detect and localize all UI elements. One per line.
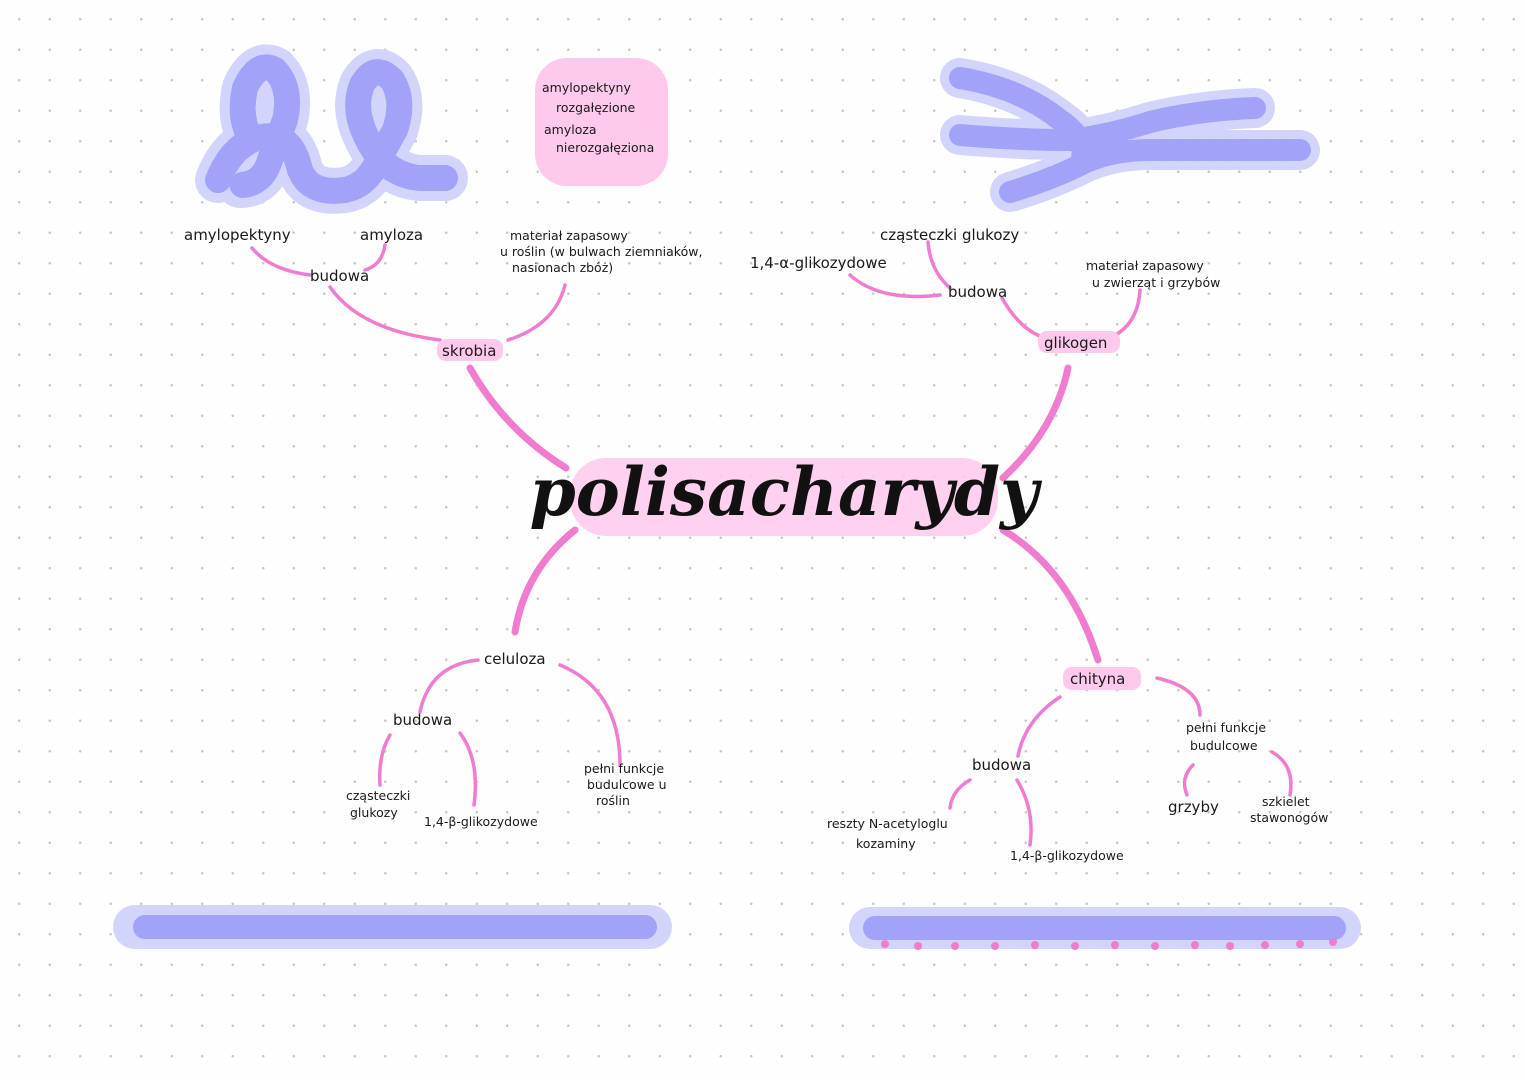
chityna-reszty-line2: kozaminy: [856, 836, 916, 851]
skrobia-budowa-label: budowa: [310, 267, 369, 285]
helix-molecule-drawing: [195, 44, 468, 214]
chityna-szkielet-line2: stawonogów: [1250, 810, 1328, 825]
glikogen-label: glikogen: [1044, 334, 1107, 352]
celuloza-czasteczki-line2: glukozy: [350, 805, 398, 820]
amyloza-label: amyloza: [360, 226, 423, 244]
chityna-budowa-label: budowa: [972, 756, 1031, 774]
chityna-funkcja-line2: budulcowe: [1190, 738, 1258, 753]
celuloza-node: celuloza: [484, 650, 546, 668]
amylopektyny-label: amylopektyny: [184, 226, 291, 244]
legend-line-amylopektyny: amylopektyny: [542, 80, 631, 95]
central-topic: polisacharydy: [530, 453, 1043, 536]
skrobia-material-line1: materiał zapasowy: [510, 228, 628, 243]
glikogen-node: glikogen: [1038, 331, 1120, 353]
skrobia-material-line3: nasionach zbóż): [512, 260, 613, 275]
legend-line-rozgalezione: rozgałęzione: [556, 100, 636, 115]
celuloza-funkcja-line2: budulcowe u: [587, 777, 667, 792]
sub-branches: [250, 240, 1293, 847]
legend-line-nierozgalezione: nierozgałęziona: [556, 140, 654, 155]
page-title: polisacharydy: [530, 453, 1043, 531]
celuloza-wiazania-label: 1,4-β-glikozydowe: [424, 814, 538, 829]
glikogen-material-line2: u zwierząt i grzybów: [1092, 275, 1220, 290]
glikogen-budowa-label: budowa: [948, 283, 1007, 301]
chityna-node: chityna: [1063, 667, 1141, 690]
chityna-grzyby-label: grzyby: [1168, 798, 1219, 816]
celuloza-funkcja-line1: pełni funkcje: [584, 761, 664, 776]
skrobia-label: skrobia: [442, 342, 496, 360]
chitin-strand-drawing: [849, 907, 1361, 950]
celuloza-budowa-label: budowa: [393, 711, 452, 729]
main-branches: [466, 364, 1102, 664]
glikogen-wiazania-label: 1,4-α-glikozydowe: [750, 254, 887, 272]
chityna-wiazania-label: 1,4-β-glikozydowe: [1010, 848, 1124, 863]
celuloza-czasteczki-line1: cząsteczki: [346, 788, 410, 803]
branched-molecule-drawing: [940, 58, 1320, 212]
legend-box: amylopektyny rozgałęzione amyloza nieroz…: [535, 58, 668, 186]
legend-line-amyloza: amyloza: [544, 122, 597, 137]
glikogen-czasteczki-label: cząsteczki glukozy: [880, 226, 1019, 244]
celuloza-label: celuloza: [484, 650, 546, 668]
skrobia-node: skrobia: [437, 339, 503, 361]
chityna-label: chityna: [1070, 670, 1125, 688]
celuloza-funkcja-line3: roślin: [596, 793, 630, 808]
chityna-reszty-line1: reszty N-acetyloglu: [827, 816, 948, 831]
chityna-funkcja-line1: pełni funkcje: [1186, 720, 1266, 735]
glikogen-material-line1: materiał zapasowy: [1086, 258, 1204, 273]
skrobia-material-line2: u roślin (w bulwach ziemniaków,: [500, 244, 702, 259]
chityna-szkielet-line1: szkielet: [1262, 794, 1310, 809]
